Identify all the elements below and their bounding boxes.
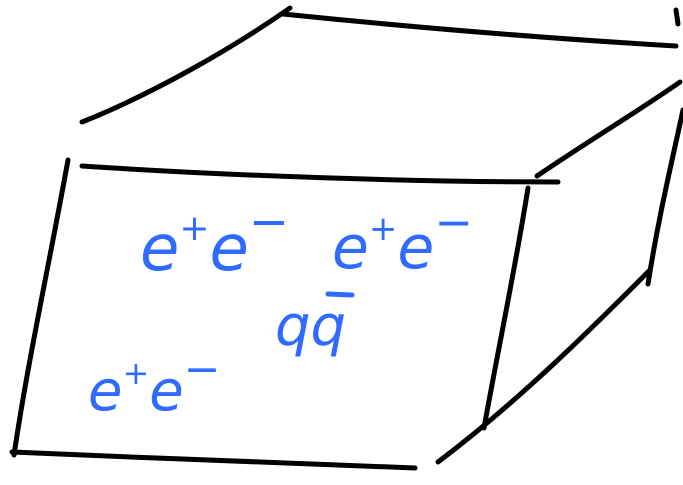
electron-positron-pair-bottom-left: e+e−: [88, 344, 221, 424]
box-front-left-edge: [11, 157, 71, 458]
box-top-right-edge: [534, 79, 683, 179]
box-front-top-edge: [79, 163, 561, 185]
box-outline: [9, 5, 683, 471]
box-front-right-edge: [481, 185, 531, 431]
box-back-right-edge: [645, 107, 683, 287]
box-top-back-corner-tick: [673, 7, 681, 27]
antiquark-bar: [325, 291, 355, 298]
box-bottom-right-edge: [435, 267, 653, 465]
box-front-bottom-edge: [9, 449, 418, 471]
electron-positron-pair-top-left: e+e−: [140, 194, 289, 286]
box-top-left-edge: [79, 5, 293, 125]
box-top-back-edge: [280, 11, 679, 49]
quark-antiquark-pair: qq: [275, 294, 346, 359]
particle-labels: e+e− e+e− qq e+e−: [88, 194, 473, 424]
electron-positron-pair-top-right: e+e−: [332, 195, 473, 283]
